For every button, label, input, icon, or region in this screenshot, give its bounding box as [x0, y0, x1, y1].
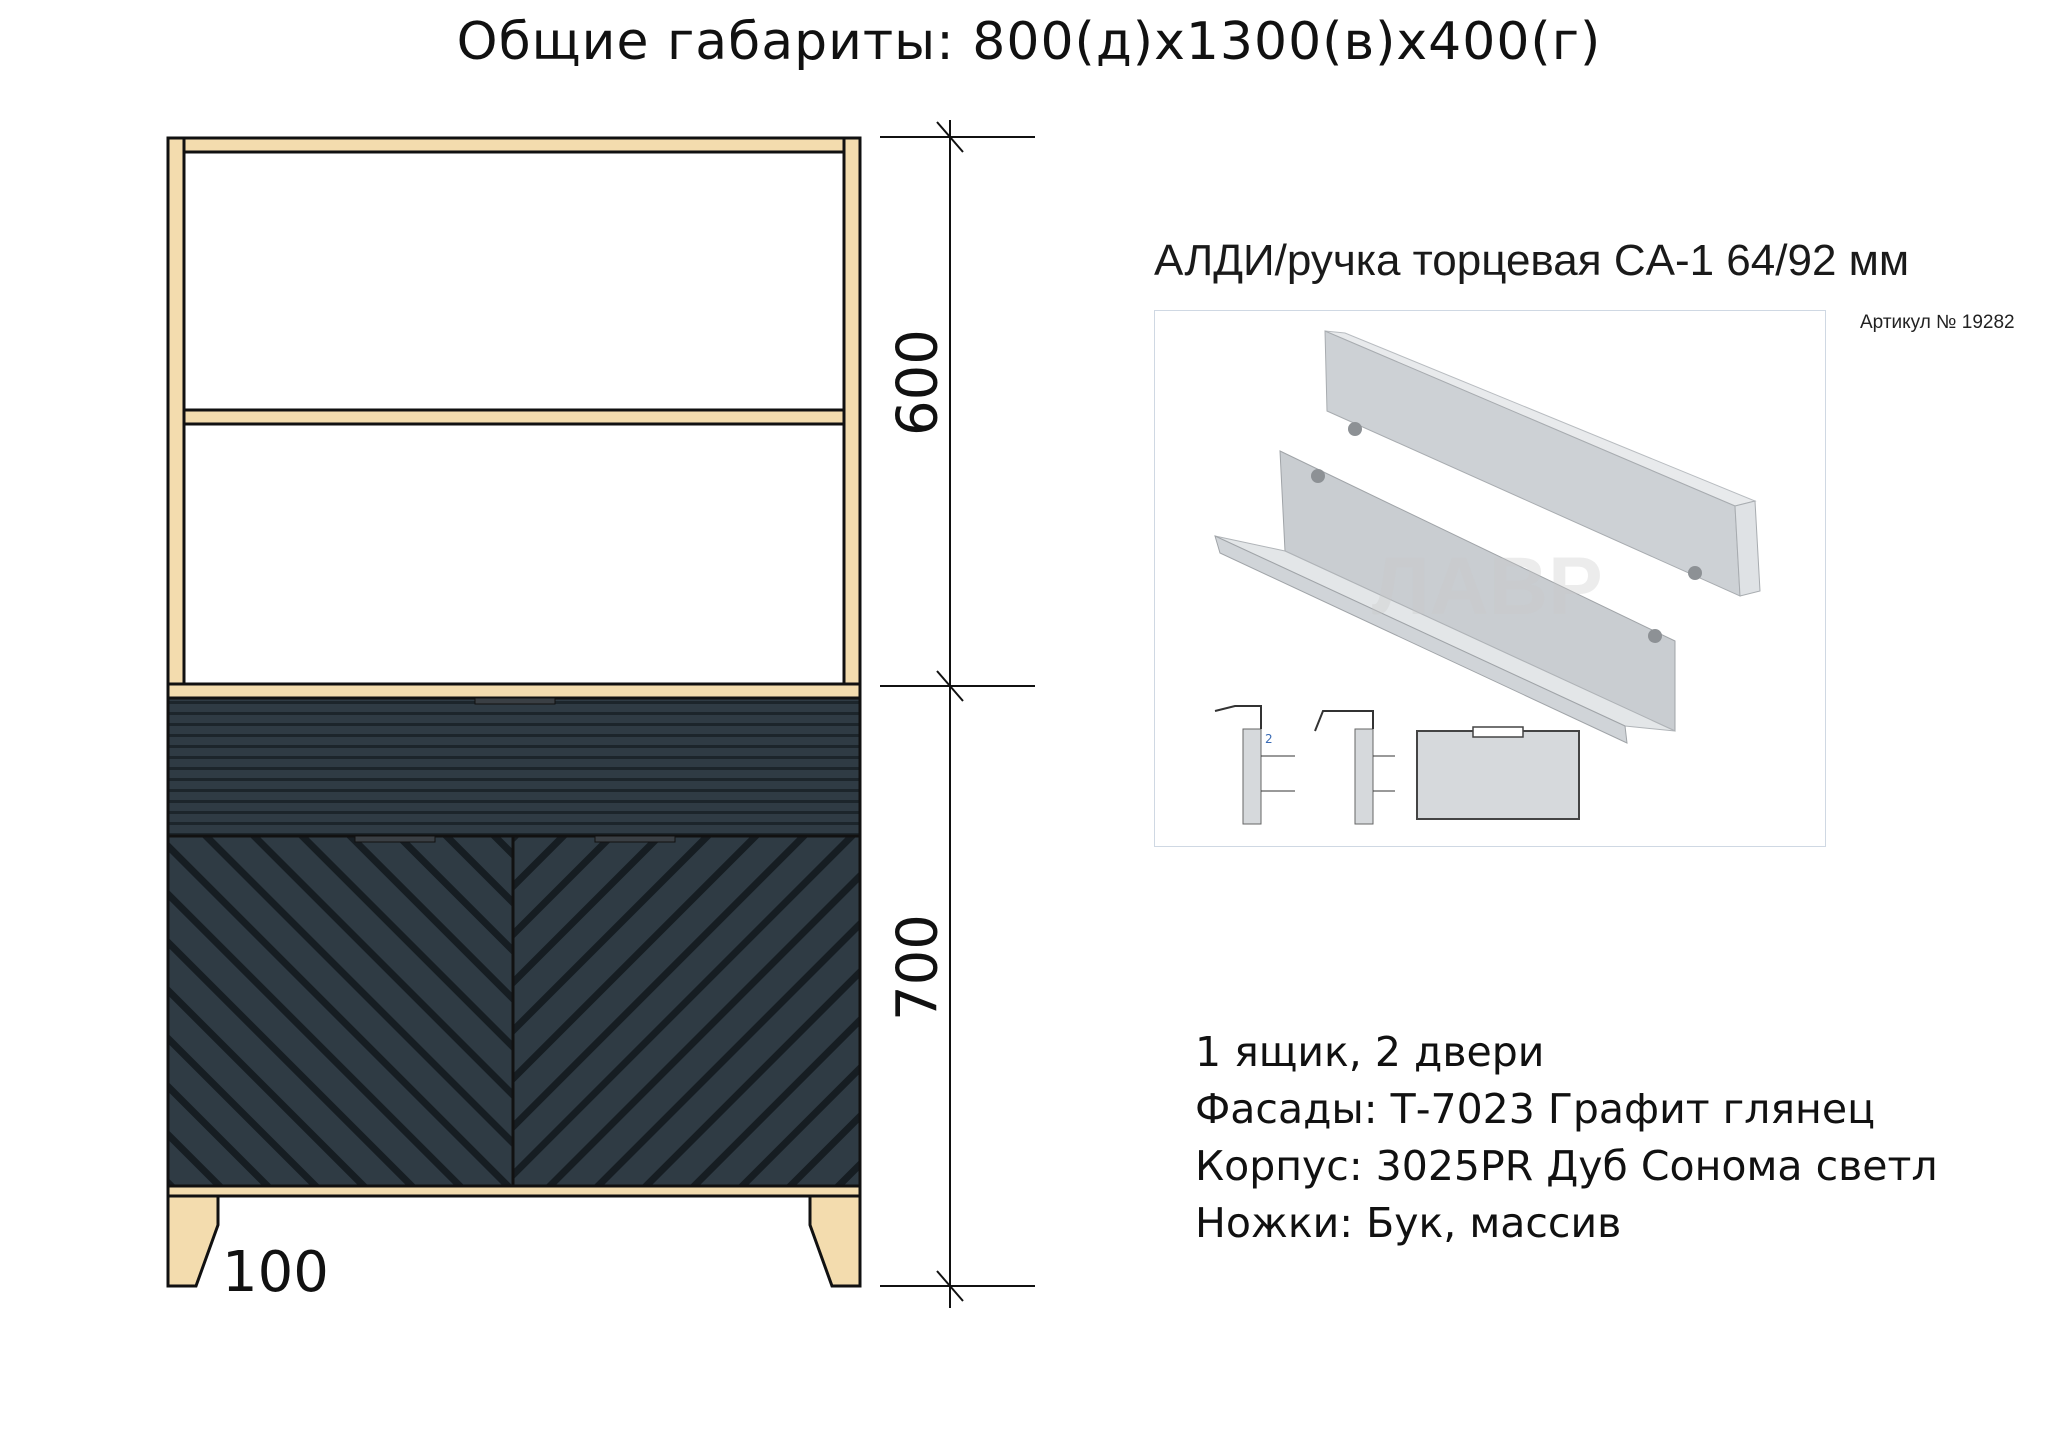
handle-front-lip [1214, 535, 1628, 744]
cabinet-right-side [842, 136, 862, 700]
handle-product-image: 2 [1154, 310, 1826, 847]
drawer-facade [166, 696, 862, 838]
cabinet-left-side [166, 136, 186, 700]
page-title: Общие габариты: 800(д)х1300(в)х400(г) [456, 12, 1602, 72]
left-door-handle [354, 835, 436, 843]
screw-hole [1648, 629, 1662, 643]
mounting-diagram-1: 2 [1214, 705, 1295, 825]
left-door-facade [166, 834, 515, 1188]
right-door-facade [511, 834, 862, 1188]
right-door-handle [594, 835, 676, 843]
watermark-logo: ЛАВР [1372, 541, 1603, 632]
mounting-diagram-2 [1314, 710, 1395, 825]
cabinet-top-panel [166, 136, 862, 154]
dimension-slash-top [936, 121, 964, 153]
screw-hole [1348, 422, 1362, 436]
handle-illustration: 2 [1214, 330, 1761, 825]
spec-configuration: 1 ящик, 2 двери [1195, 1028, 1545, 1076]
specifications-block: 1 ящик, 2 двери Фасады: Т-7023 Графит гл… [1195, 1024, 1938, 1252]
left-leg [166, 1194, 220, 1288]
upper-open-compartment [182, 150, 846, 412]
right-leg [808, 1194, 862, 1288]
handle-back-lip [1734, 500, 1761, 597]
plinth-panel [166, 1184, 862, 1198]
dimension-slash-middle [936, 670, 964, 702]
dimension-slash-bottom [936, 1270, 964, 1302]
article-number: Артикул № 19282 [1860, 312, 2015, 333]
dimension-label-upper: 600 [885, 329, 951, 436]
spec-facades: Фасады: Т-7023 Графит глянец [1195, 1085, 1875, 1133]
handle-title: АЛДИ/ручка торцевая CA-1 64/92 мм [1154, 236, 1910, 285]
dimension-label-lower: 700 [885, 914, 951, 1021]
lower-open-compartment [182, 422, 846, 686]
spec-body: Корпус: 3025PR Дуб Сонома светл [1195, 1142, 1938, 1190]
mounting-diagram-3 [1416, 726, 1580, 820]
screw-hole [1688, 566, 1702, 580]
screw-hole [1311, 469, 1325, 483]
spec-legs: Ножки: Бук, массив [1195, 1199, 1622, 1247]
bottom-shelf [166, 682, 862, 700]
middle-shelf [182, 408, 846, 426]
dimension-label-legs: 100 [222, 1240, 329, 1305]
drawer-handle [474, 697, 556, 705]
mounting-diagram-mark: 2 [1265, 732, 1273, 746]
